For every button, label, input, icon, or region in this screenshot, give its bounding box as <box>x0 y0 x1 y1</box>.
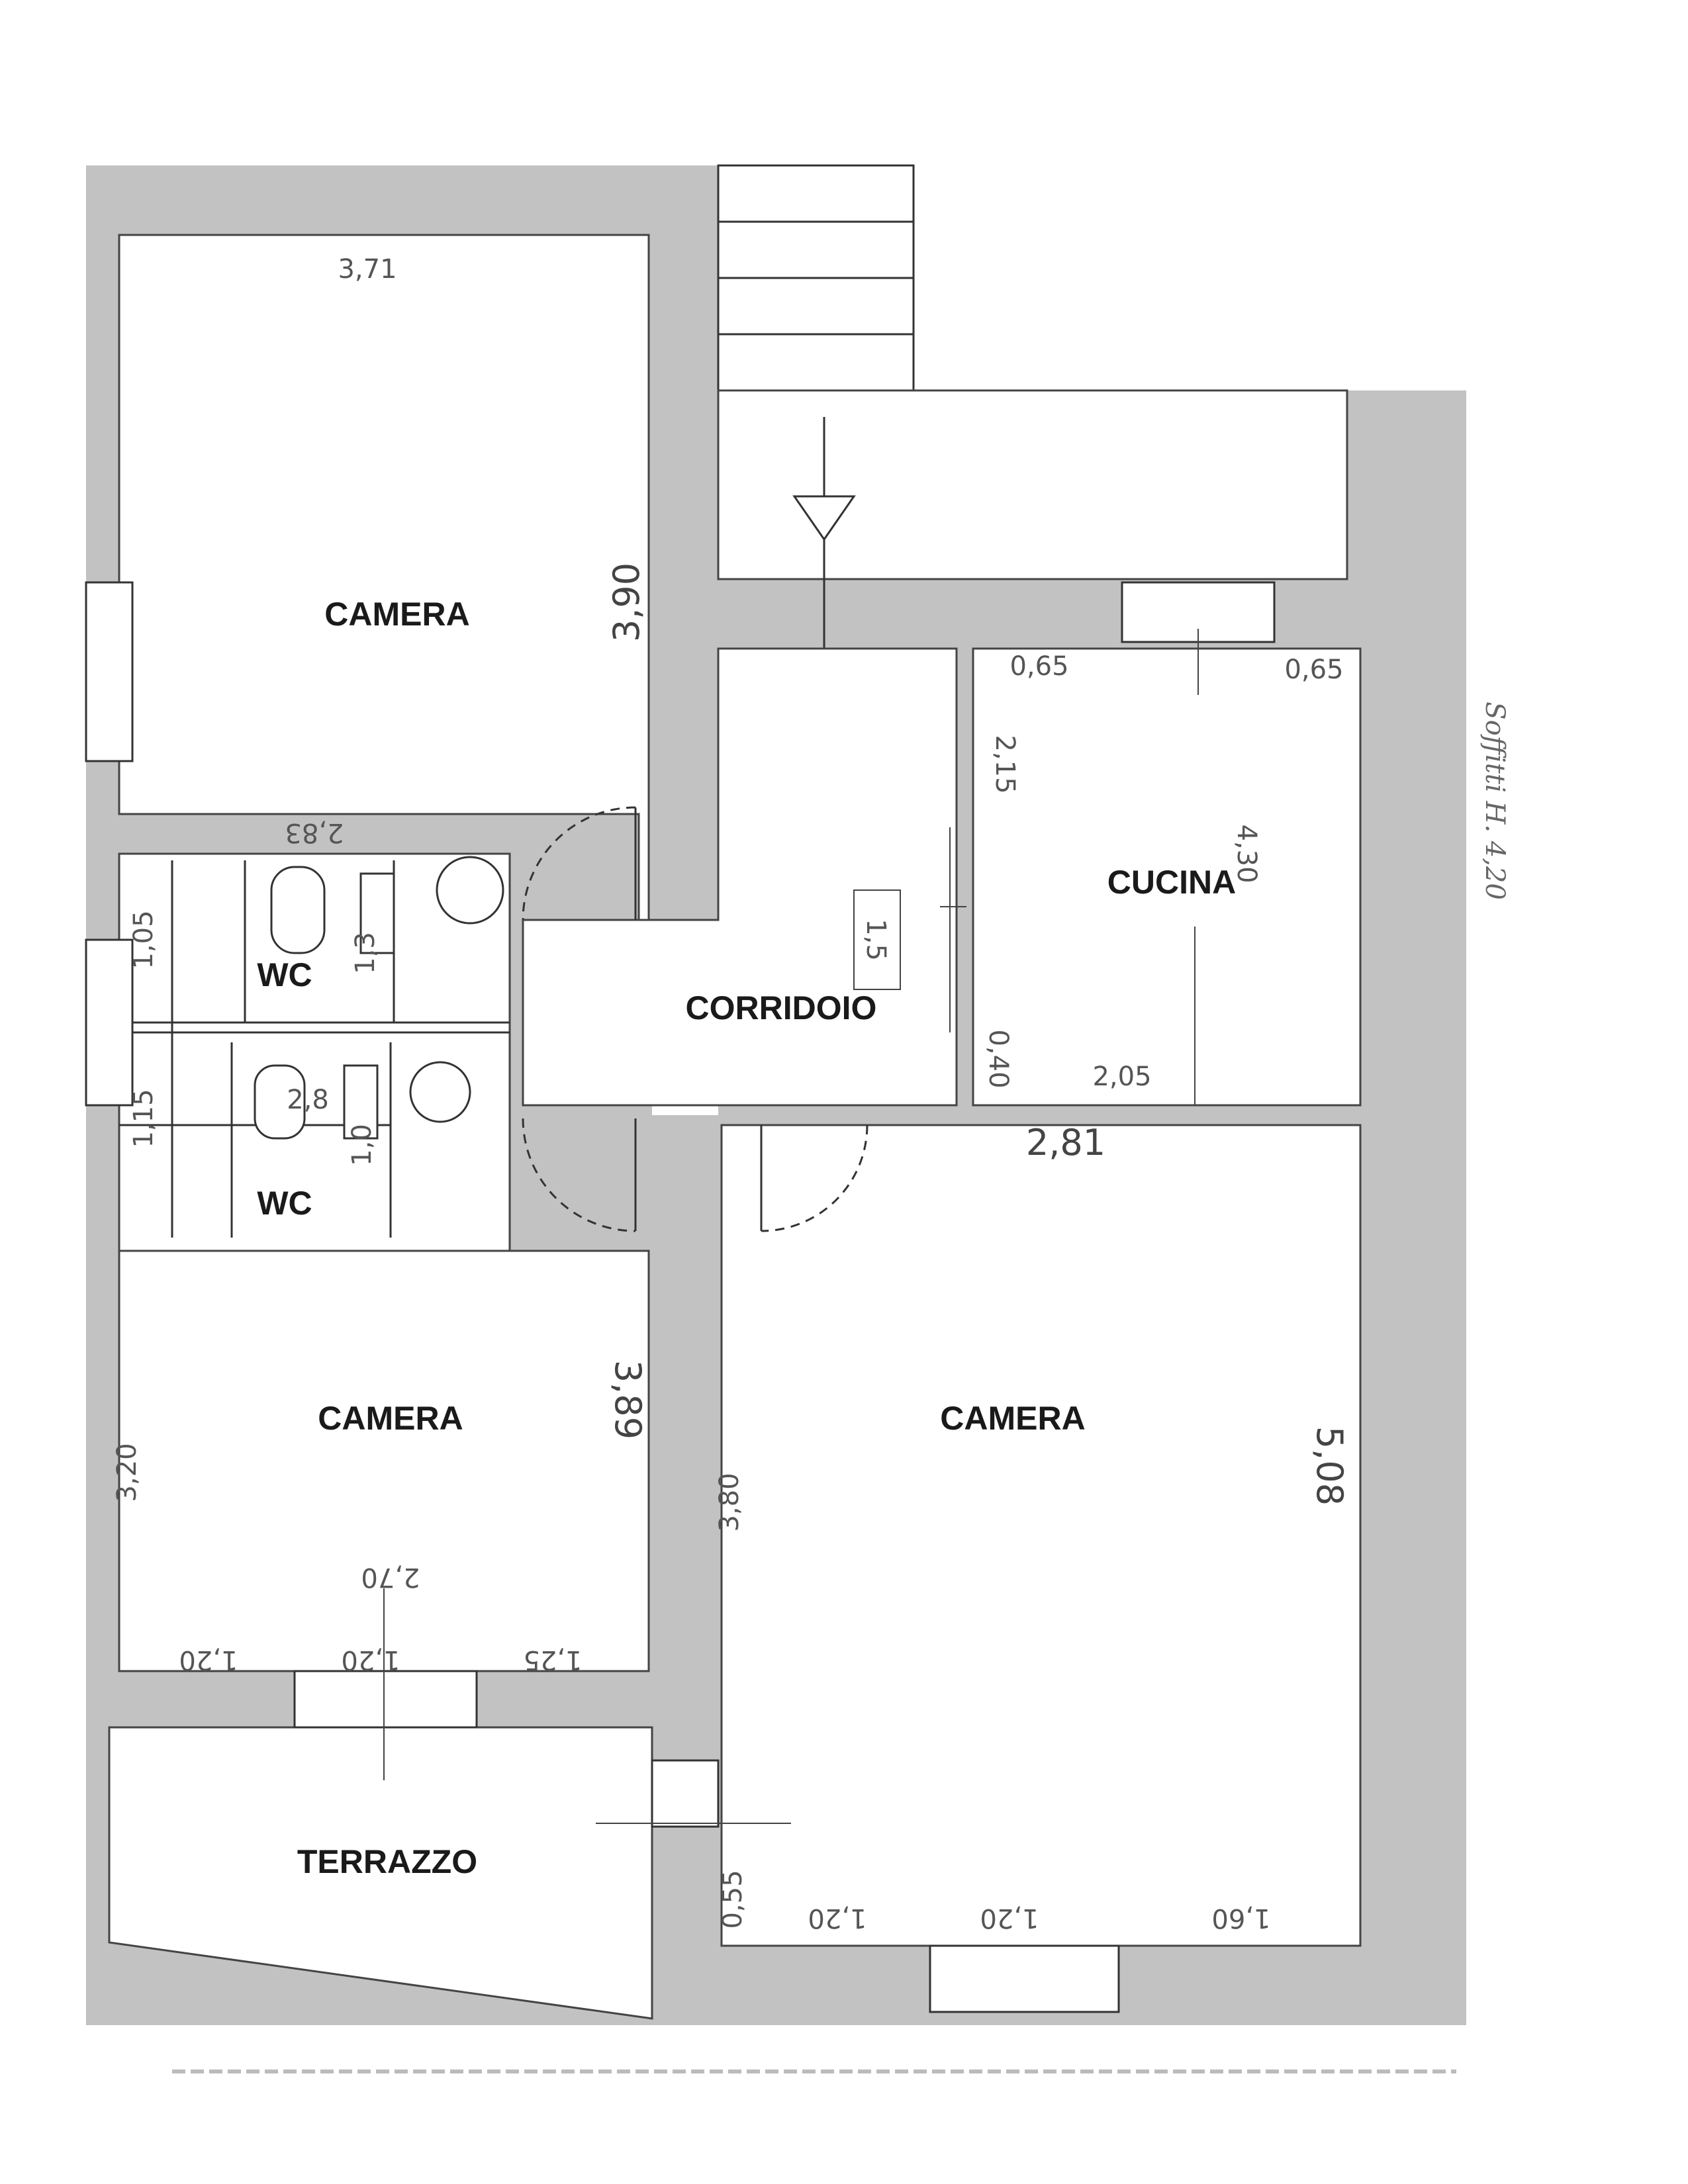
toilet-icon <box>254 1064 306 1140</box>
bidet-icon <box>359 872 395 954</box>
dim-cucina-top-left: 0,65 <box>1009 651 1068 682</box>
dim-bath-width: 2,83 <box>285 817 344 848</box>
label-cucina: CUCINA <box>1107 864 1236 901</box>
dim-wc-lower-left: 1,15 <box>128 1089 159 1148</box>
dim-wc-upper-left: 1,05 <box>128 910 159 969</box>
dim-bottom-camera-window-1: 1,20 <box>179 1645 238 1675</box>
sink-icon <box>409 1061 471 1123</box>
room-cucina <box>972 647 1362 1107</box>
bidet-icon <box>343 1064 379 1140</box>
dim-bottom-camera-height: 3,89 <box>607 1360 649 1439</box>
doors <box>522 806 868 1232</box>
label-corridoio: CORRIDOIO <box>686 989 877 1026</box>
label-wc-lower: WC <box>257 1185 312 1222</box>
dimension-lines <box>383 629 1199 1824</box>
dim-cucina-top-right: 0,65 <box>1284 655 1343 685</box>
room-camera-top-left <box>118 234 650 928</box>
window <box>651 1759 720 1828</box>
dim-cucina-bottom: 2,05 <box>1092 1062 1151 1092</box>
dim-right-camera-window-3: 1,60 <box>1211 1903 1270 1933</box>
door-arc <box>522 1118 636 1232</box>
toilet-icon <box>270 866 326 954</box>
room-corridoio <box>522 647 958 1107</box>
window <box>293 1670 478 1729</box>
dim-bottom-camera-width: 2,70 <box>361 1562 420 1592</box>
label-camera-top: CAMERA <box>324 596 469 633</box>
bath-partitions <box>119 856 510 1238</box>
landing <box>717 389 1348 580</box>
ceiling-height-note: Soffitti H. 4,20 <box>1479 702 1510 900</box>
dim-right-camera-window-side: 0,55 <box>718 1870 748 1929</box>
dim-right-camera-window-1: 1,20 <box>808 1903 867 1933</box>
sink-icon <box>436 856 504 925</box>
dim-right-camera-width: 2,81 <box>1026 1122 1105 1163</box>
dim-bottom-camera-window-2: 1,20 <box>341 1645 400 1675</box>
dim-wc-lower-fixture: 1,0 <box>347 1124 377 1166</box>
label-terrazzo: TERRAZZO <box>297 1843 477 1880</box>
door-arc <box>522 806 636 921</box>
rooms <box>108 234 1362 2020</box>
room-labels: CAMERA CUCINA CORRIDOIO WC WC CAMERA CAM… <box>257 596 1236 1880</box>
dim-wc-lower-center: 2,8 <box>287 1085 329 1115</box>
stairs <box>717 164 915 392</box>
dim-bottom-camera-side: 3,20 <box>112 1443 142 1502</box>
dim-bottom-camera-window-3: 1,25 <box>523 1645 582 1675</box>
dim-top-camera-height: 3,90 <box>606 563 647 642</box>
dimension-labels: 3,71 3,90 2,83 1,05 1,3 1,15 2,8 1,0 1,5… <box>112 254 1510 1933</box>
room-camera-right <box>720 1124 1362 1947</box>
label-camera-right: CAMERA <box>940 1400 1085 1437</box>
window <box>85 938 134 1107</box>
windows <box>85 581 1276 2013</box>
dim-cucina-height-right: 4,30 <box>1231 824 1262 883</box>
label-wc-upper: WC <box>257 956 312 993</box>
dim-cucina-height-left: 2,15 <box>990 735 1020 794</box>
window <box>85 581 134 762</box>
label-camera-bottom: CAMERA <box>318 1400 463 1437</box>
dim-corridoio-note: 1,5 <box>861 919 891 961</box>
door-arc <box>761 1124 868 1232</box>
dim-top-camera-width: 3,71 <box>338 254 397 285</box>
dim-right-camera-height: 5,08 <box>1309 1426 1350 1506</box>
window <box>929 1944 1120 2013</box>
dim-cucina-gap: 0,40 <box>983 1029 1013 1088</box>
dim-wc-upper-fixture: 1,3 <box>350 932 381 974</box>
dim-right-camera-inner-height: 3,80 <box>714 1473 745 1531</box>
corridoio-dimension-box <box>853 889 901 990</box>
dim-right-camera-window-2: 1,20 <box>980 1903 1039 1933</box>
